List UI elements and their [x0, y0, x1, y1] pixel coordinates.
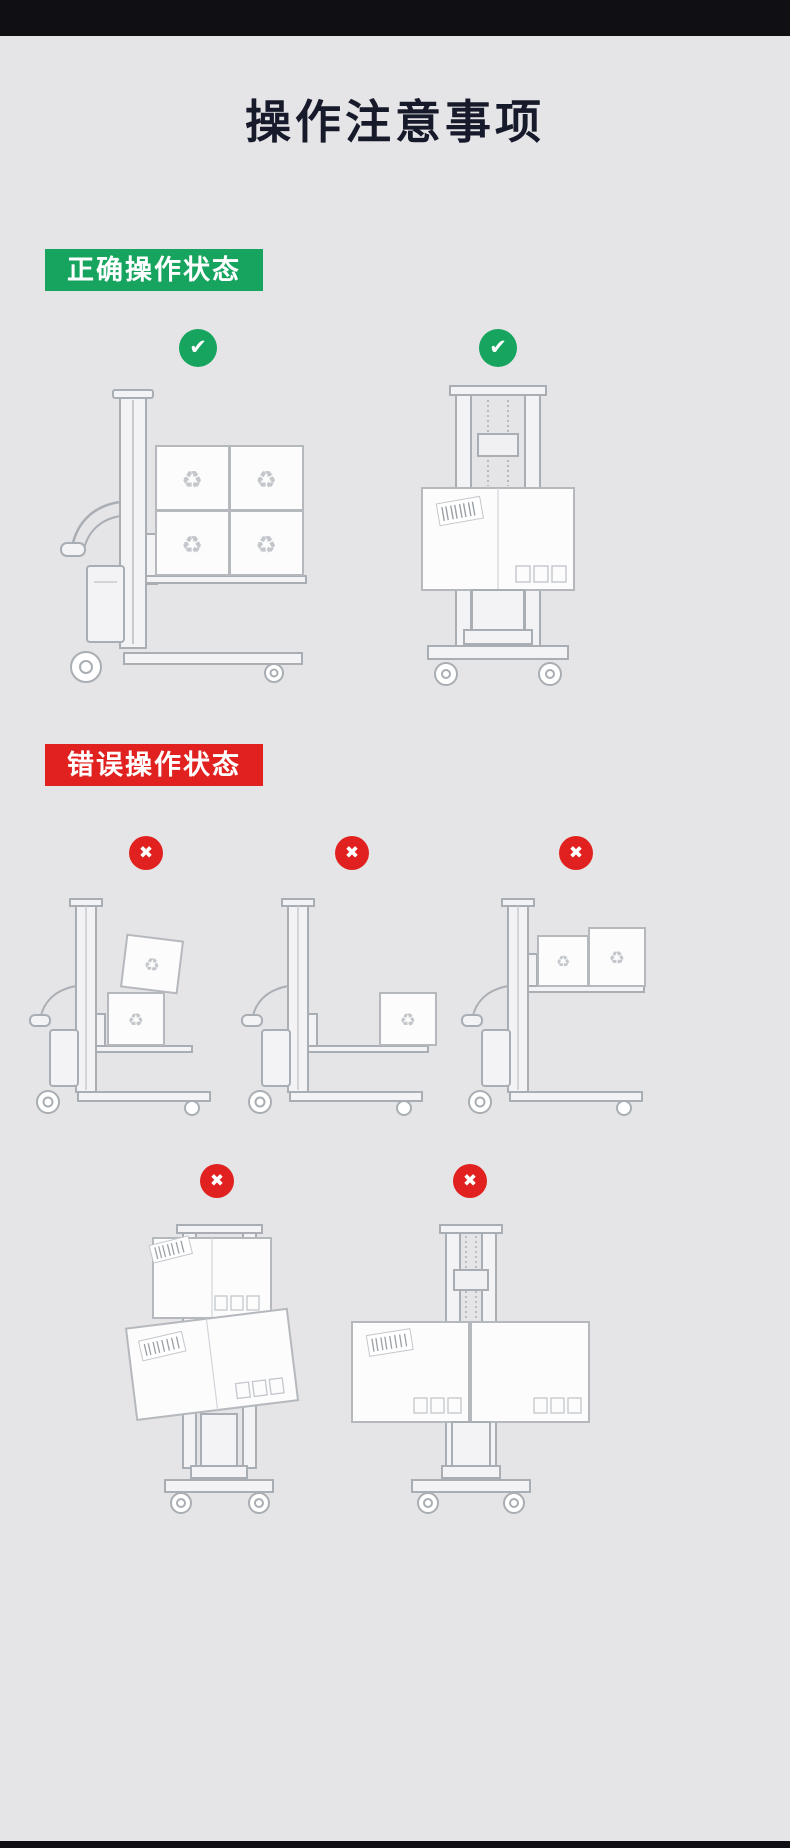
stacker-side-offset-stack-illustration: ♻ ♻: [29, 898, 211, 1116]
stacker-side-raised-load-illustration: ♻ ♻: [461, 898, 646, 1116]
svg-text:♻: ♻: [181, 531, 203, 559]
x-icon: ✖: [335, 836, 369, 870]
svg-text:♻: ♻: [128, 1010, 144, 1031]
stacker-side-correct-illustration: ♻ ♻ ♻ ♻: [60, 389, 307, 683]
top-black-bar: [0, 0, 790, 36]
x-icon: ✖: [129, 836, 163, 870]
wrong-section-label: 错误操作状态: [45, 744, 263, 786]
svg-text:♻: ♻: [556, 952, 570, 971]
stacker-front-overwide-load-illustration: [351, 1224, 590, 1514]
stacker-side-fork-tip-load-illustration: ♻: [241, 898, 437, 1116]
x-icon: ✖: [453, 1164, 487, 1198]
check-icon: ✔: [179, 329, 217, 367]
page-title: 操作注意事项: [245, 96, 545, 148]
stacker-front-tilted-stack-illustration: [124, 1224, 300, 1514]
bottom-black-bar: [0, 1841, 790, 1848]
svg-text:♻: ♻: [400, 1010, 416, 1031]
svg-text:♻: ♻: [255, 466, 277, 494]
svg-text:♻: ♻: [609, 948, 625, 969]
x-icon: ✖: [559, 836, 593, 870]
stacker-front-correct-illustration: [421, 385, 575, 686]
correct-section-label: 正确操作状态: [45, 249, 263, 291]
check-icon: ✔: [479, 329, 517, 367]
svg-text:♻: ♻: [255, 531, 277, 559]
x-icon: ✖: [200, 1164, 234, 1198]
svg-text:♻: ♻: [143, 954, 162, 977]
svg-text:♻: ♻: [181, 466, 203, 494]
